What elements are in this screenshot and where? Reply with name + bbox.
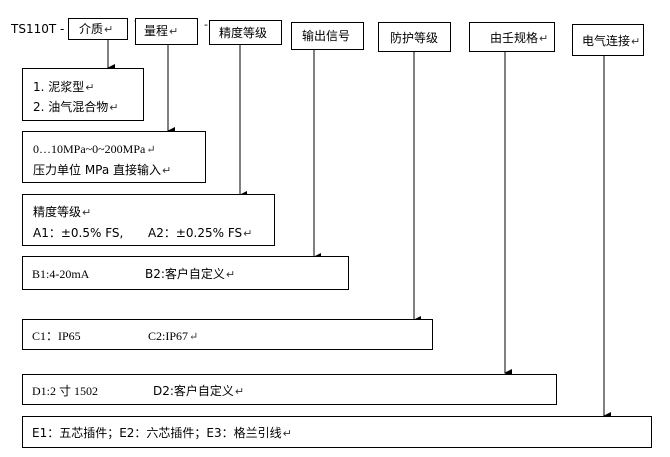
header-protection-box: 防护等级	[378, 22, 451, 52]
header-custom-label: 由壬规格↵	[490, 31, 549, 45]
header-output-box: 输出信号	[291, 22, 364, 50]
range-unit-note: 压力单位 MPa 直接输入↵	[33, 163, 172, 177]
accuracy-title: 精度等级↵	[33, 205, 92, 219]
header-range-box: 量程↵	[135, 18, 198, 45]
output-b2: B2:客户自定义↵	[145, 267, 236, 281]
protection-c1: C1：IP65	[32, 329, 81, 343]
range-box: 0…10MPa~0~200MPa↵ 压力单位 MPa 直接输入↵	[22, 131, 206, 183]
medium-option-2: 2. 油气混合物↵	[33, 100, 119, 114]
accuracy-a1: A1：±0.5% FS,	[33, 226, 124, 240]
header-medium-box: 介质↵	[68, 18, 128, 40]
header-connection-box: 电气连接↵	[572, 24, 644, 56]
header-medium-label: 介质↵	[79, 22, 114, 36]
medium-option-1: 1. 泥浆型↵	[33, 80, 95, 94]
header-range-label: 量程↵	[144, 24, 179, 38]
separator-2: -	[204, 18, 208, 31]
protection-box: C1：IP65 C2:IP67↵	[22, 319, 433, 350]
header-accuracy-label: 精度等级	[219, 26, 268, 40]
accuracy-a2: A2：±0.25% FS↵	[148, 226, 253, 240]
range-values: 0…10MPa~0~200MPa↵	[33, 142, 156, 156]
model-code: TS110T -	[11, 22, 65, 36]
header-accuracy-box: 精度等级	[209, 20, 282, 45]
output-box: B1:4-20mA B2:客户自定义↵	[22, 256, 349, 290]
header-custom-box: 由壬规格↵	[469, 22, 555, 52]
connection-box: E1：五芯插件；E2：六芯插件；E3：格兰引线↵	[22, 416, 652, 448]
medium-options-box: 1. 泥浆型↵ 2. 油气混合物↵	[22, 68, 144, 121]
output-b1: B1:4-20mA	[32, 267, 90, 281]
accuracy-box: 精度等级↵ A1：±0.5% FS, A2：±0.25% FS↵	[22, 194, 275, 246]
custom-d1: D1:2 寸 1502	[32, 384, 99, 398]
protection-c2: C2:IP67↵	[148, 329, 199, 343]
header-protection-label: 防护等级	[390, 31, 439, 45]
custom-box: D1:2 寸 1502 D2:客户自定义↵	[22, 374, 557, 405]
custom-d2: D2:客户自定义↵	[153, 384, 245, 398]
header-output-label: 输出信号	[302, 29, 351, 43]
header-connection-label: 电气连接↵	[582, 34, 641, 48]
connection-options: E1：五芯插件；E2：六芯插件；E3：格兰引线↵	[32, 426, 292, 440]
